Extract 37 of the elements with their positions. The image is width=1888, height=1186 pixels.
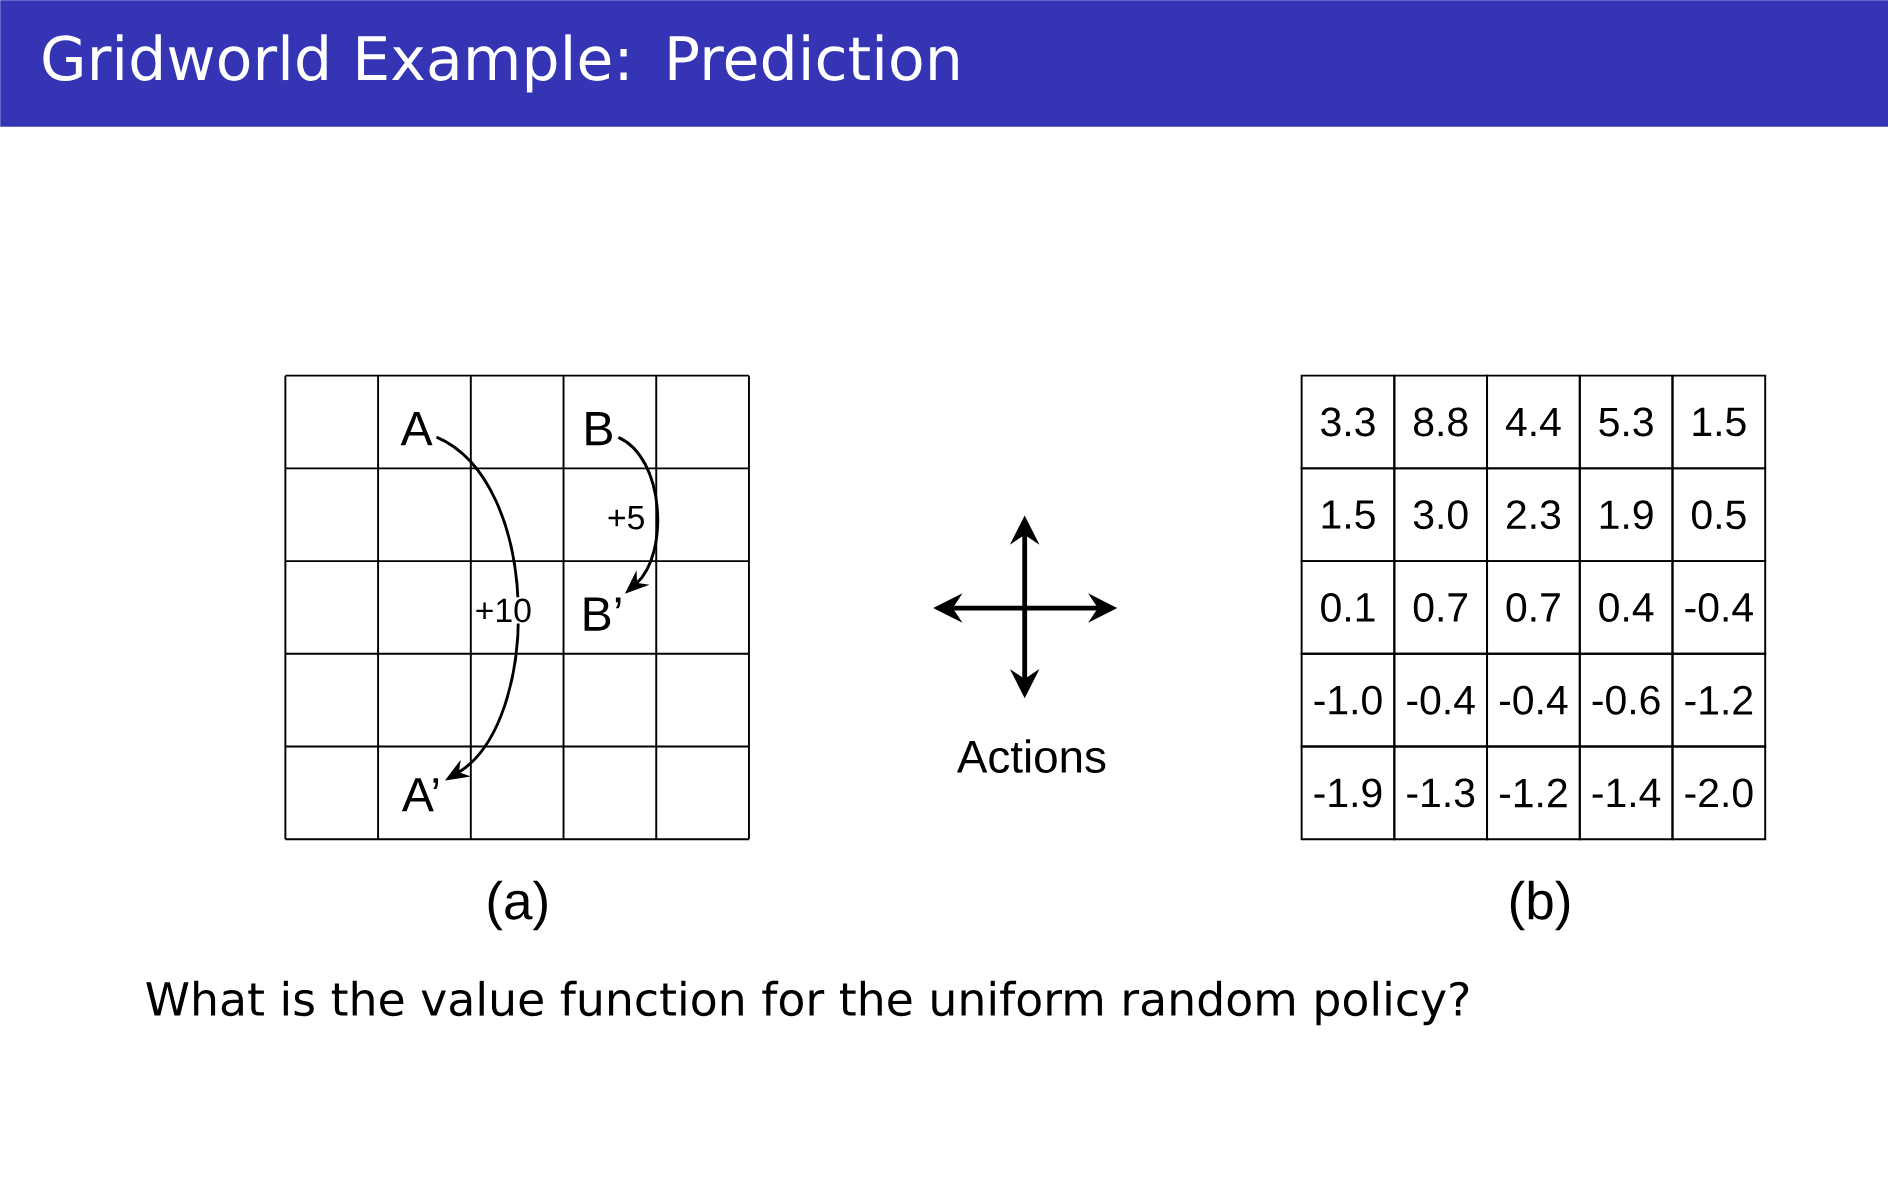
edge-label: +5 [608, 506, 644, 530]
table-cell: 4.4 [1486, 374, 1581, 470]
table-cell: 8.8 [1393, 374, 1489, 470]
table-cell: -0.4 [1486, 652, 1581, 748]
table-cell: 3.0 [1393, 467, 1489, 563]
table-cell: 0.5 [1671, 467, 1767, 563]
table-cell: 1.5 [1300, 467, 1396, 563]
table-cell: -2.0 [1671, 745, 1767, 841]
table-cell: -1.4 [1578, 745, 1674, 841]
panel-label: (a) [488, 880, 547, 931]
table-cell: -1.0 [1300, 652, 1396, 748]
table-cell: 0.4 [1578, 560, 1674, 655]
cell-label: A [400, 412, 433, 446]
table-cell: 5.3 [1578, 374, 1674, 470]
question-text: What is the value function for the uniform random policy? [146, 980, 1469, 1026]
edge-label: +10 [476, 598, 531, 623]
table-cell: -1.9 [1300, 745, 1396, 841]
table-cell: 0.1 [1300, 560, 1396, 655]
table-cell: 0.7 [1393, 560, 1489, 655]
table-cell: 0.7 [1486, 560, 1581, 655]
cell-label: B [586, 412, 612, 446]
table-cell: -0.4 [1671, 560, 1767, 655]
panel-label: (b) [1510, 880, 1570, 931]
table-cell: -0.4 [1393, 652, 1489, 748]
table-cell: 2.3 [1486, 467, 1581, 563]
table-cell: -1.3 [1393, 745, 1489, 841]
cell-label: B’ [584, 597, 621, 631]
curved-arrow [435, 435, 520, 781]
table-cell: -1.2 [1671, 652, 1767, 748]
cell-label: A’ [401, 778, 439, 812]
title-bar: Gridworld Example: Prediction [0, 0, 1888, 127]
table-cell: 1.5 [1671, 374, 1767, 470]
action-label: Actions [957, 739, 1106, 773]
table-cell: -0.6 [1578, 652, 1674, 748]
table-cell: -1.2 [1486, 745, 1581, 841]
table-cell: 1.9 [1578, 467, 1674, 563]
table-cell: 3.3 [1300, 374, 1396, 470]
